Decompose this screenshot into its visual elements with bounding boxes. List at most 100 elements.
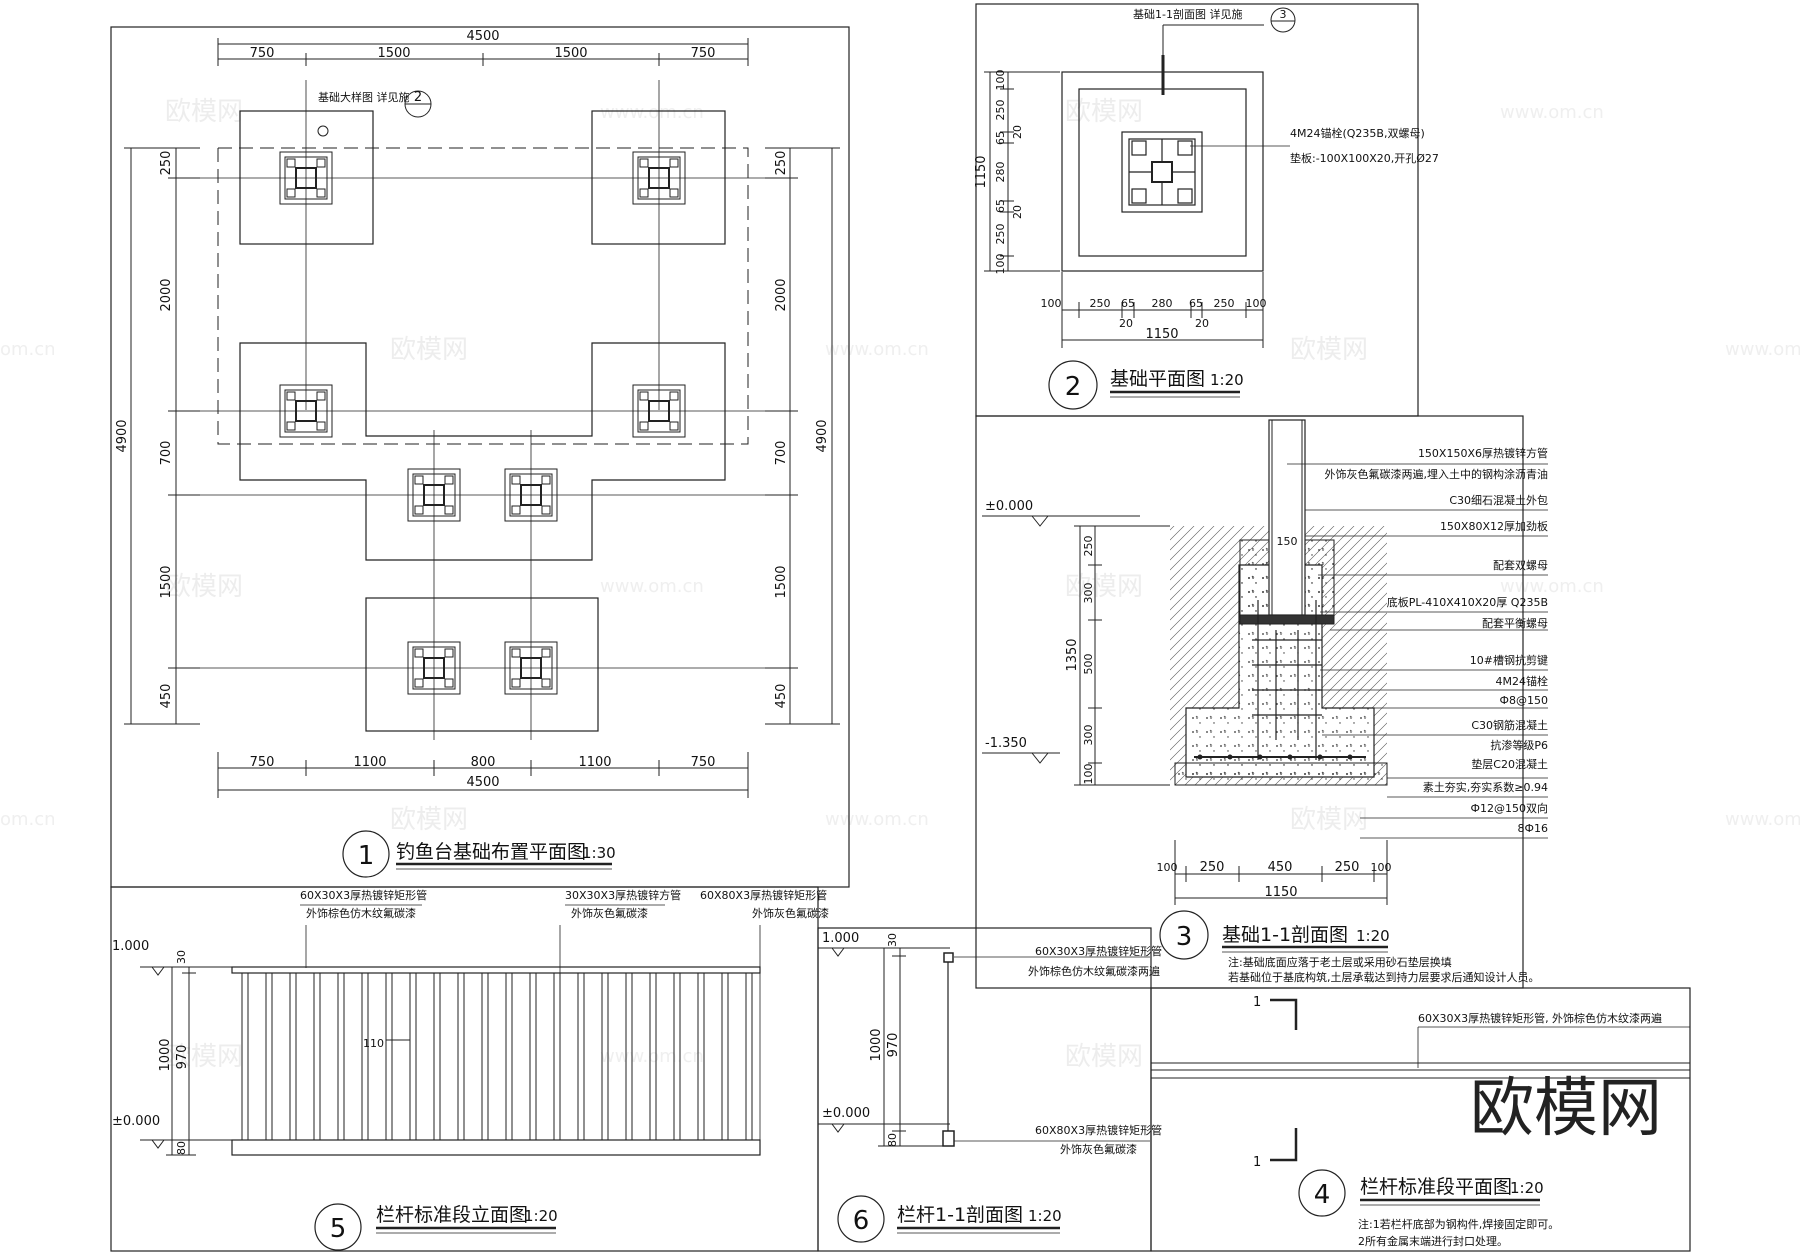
railing-label: 60X80X3厚热镀锌矩形管 [1035,1123,1162,1137]
section-label: 8Ф16 [1518,822,1548,835]
watermark-text: 欧模网 [390,335,468,365]
dim-segment: 65 [1121,297,1135,310]
dim-segment: 750 [250,46,275,61]
dim-segment: 1100 [353,755,386,770]
dim-segment: 250 [1090,297,1111,310]
title-num: 1 [358,841,375,871]
elevation-bottom: ±0.000 [112,1114,160,1129]
panel-scale: 1:30 [582,844,616,862]
watermark-text: 欧模网 [1290,335,1368,365]
watermark-url: www.om.cn [1725,809,1800,830]
railing-frame [231,966,761,1156]
section-note: 注:基础底面应落于老土层或采用砂石垫层换填 [1228,955,1452,969]
watermark-url: www.om.cn [1500,102,1604,123]
footing-pad [239,110,374,245]
railing-plan-lines [1151,1062,1690,1079]
top-rail [231,966,761,974]
column-width-dim: 150 [1277,535,1298,548]
bottom-rail [231,1139,761,1156]
column-base [279,151,333,205]
railing-label: 外饰灰色氟碳漆 [1060,1142,1137,1156]
footing-outline [1061,71,1264,272]
title-circle [1048,360,1098,410]
dim-segment: 100 [994,254,1007,275]
dim-total-right: 4900 [815,419,830,452]
panel-title: 栏杆1-1剖面图 [897,1204,1023,1226]
dim-segment: 450 [159,684,174,709]
panel-title: 基础平面图 [1110,368,1205,390]
section-cut-mark [1270,1128,1298,1162]
section-note: 若基础位于基底构筑,土层承载达到持力层要求后通知设计人员。 [1228,970,1540,984]
section-label: 150X80X12厚加劲板 [1440,519,1548,533]
dim-segment: 65 [1189,297,1203,310]
panel-foundation-plan: 基础1-1剖面图 详见施 3 4M24锚栓(Q235B,双螺母) 垫板:-100… [974,7,1439,410]
column-bases [279,151,686,695]
sheet-frames [110,3,1691,1252]
dim-total-bottom: 1150 [1264,885,1297,900]
dim-segment: 750 [250,755,275,770]
section-label: C30钢筋混凝土 [1471,718,1548,732]
dim-segment: 250 [1200,860,1225,875]
anchor-plate-note: 垫板:-100X100X20,开孔Ø27 [1290,151,1439,165]
section-cut-label: 1 [1253,995,1261,1010]
axis-lines [200,80,765,740]
dim-segment: 100 [1371,861,1392,874]
section-label: 底板PL-410X410X20厚 Q235B [1387,595,1548,609]
dim-segment: 1500 [377,46,410,61]
dim-segment: 100 [994,70,1007,91]
anchor-bolt-note: 4M24锚栓(Q235B,双螺母) [1290,126,1425,140]
footings [239,110,726,732]
column-base [504,641,558,695]
dim-total-bottom: 4500 [466,775,499,790]
railing-label: 外饰灰色氟碳漆 [752,906,829,920]
dim-segment: 100 [1246,297,1267,310]
detail-ref-label: 基础大样图 详见施 [318,90,410,104]
column-base [632,151,686,205]
section-ref-label: 基础1-1剖面图 详见施 [1133,7,1242,21]
dim-segment: 1000 [158,1038,173,1071]
dim-total-left: 1350 [1065,638,1080,671]
railing-note: 2所有金属末端进行封口处理。 [1358,1234,1508,1248]
title-num: 4 [1314,1180,1331,1210]
dim-segment: 250 [1214,297,1235,310]
title-num: 3 [1176,922,1193,952]
elevation-marker [151,1139,165,1149]
baluster-spacing: 110 [363,1037,384,1050]
title-circle [314,1203,362,1251]
railing-label: 60X30X3厚热镀锌矩形管, 外饰棕色仿木纹漆两遍 [1418,1011,1662,1025]
elevation-marker [831,947,845,957]
panel-foundation-section: ±0.000 -1.350 150 [982,419,1549,984]
dim-segment: 750 [691,46,716,61]
railing-label: 60X30X3厚热镀锌矩形管 [1035,944,1162,958]
panel-title: 栏杆标准段立面图 [376,1204,528,1226]
panel-scale: 1:20 [1028,1207,1062,1225]
elevation-top: ±0.000 [985,499,1033,514]
dim-segment: 250 [774,151,789,176]
dim-segment: 1500 [774,565,789,598]
bottom-rail-section [942,1130,955,1147]
watermark-url: www.om.cn [600,102,704,123]
section-label: 150X150X6厚热镀锌方管 [1418,446,1548,460]
column-pier [1078,88,1247,257]
dim-segment: 80 [175,1141,188,1155]
dim-segment: 1500 [554,46,587,61]
elevation-bottom: -1.350 [985,736,1027,751]
anchor-plate [1131,140,1147,156]
frame-panel4 [1150,987,1691,1252]
railing-label: 60X80X3厚热镀锌矩形管 [700,888,827,902]
dim-chain-top [217,38,749,66]
watermark-url: www.om.cn [825,809,929,830]
panel-scale: 1:20 [1356,927,1390,945]
watermark-url: www.om.cn [1500,576,1604,597]
dim-segment: 250 [1335,860,1360,875]
steel-column [1268,419,1306,616]
dim-segment: 970 [175,1045,190,1070]
dim-segment: 100 [1041,297,1062,310]
balusters [241,973,753,1140]
dim-segment: 750 [691,755,716,770]
panel-railing-plan: 1 1 60X30X3厚热镀锌矩形管, 外饰棕色仿木纹漆两遍 4 栏杆标准段平面… [1151,995,1690,1248]
watermark-url: www.om.cn [825,339,929,360]
section-label: 外饰灰色氟碳漆两遍,埋入土中的钢构涂沥青油 [1325,467,1549,481]
